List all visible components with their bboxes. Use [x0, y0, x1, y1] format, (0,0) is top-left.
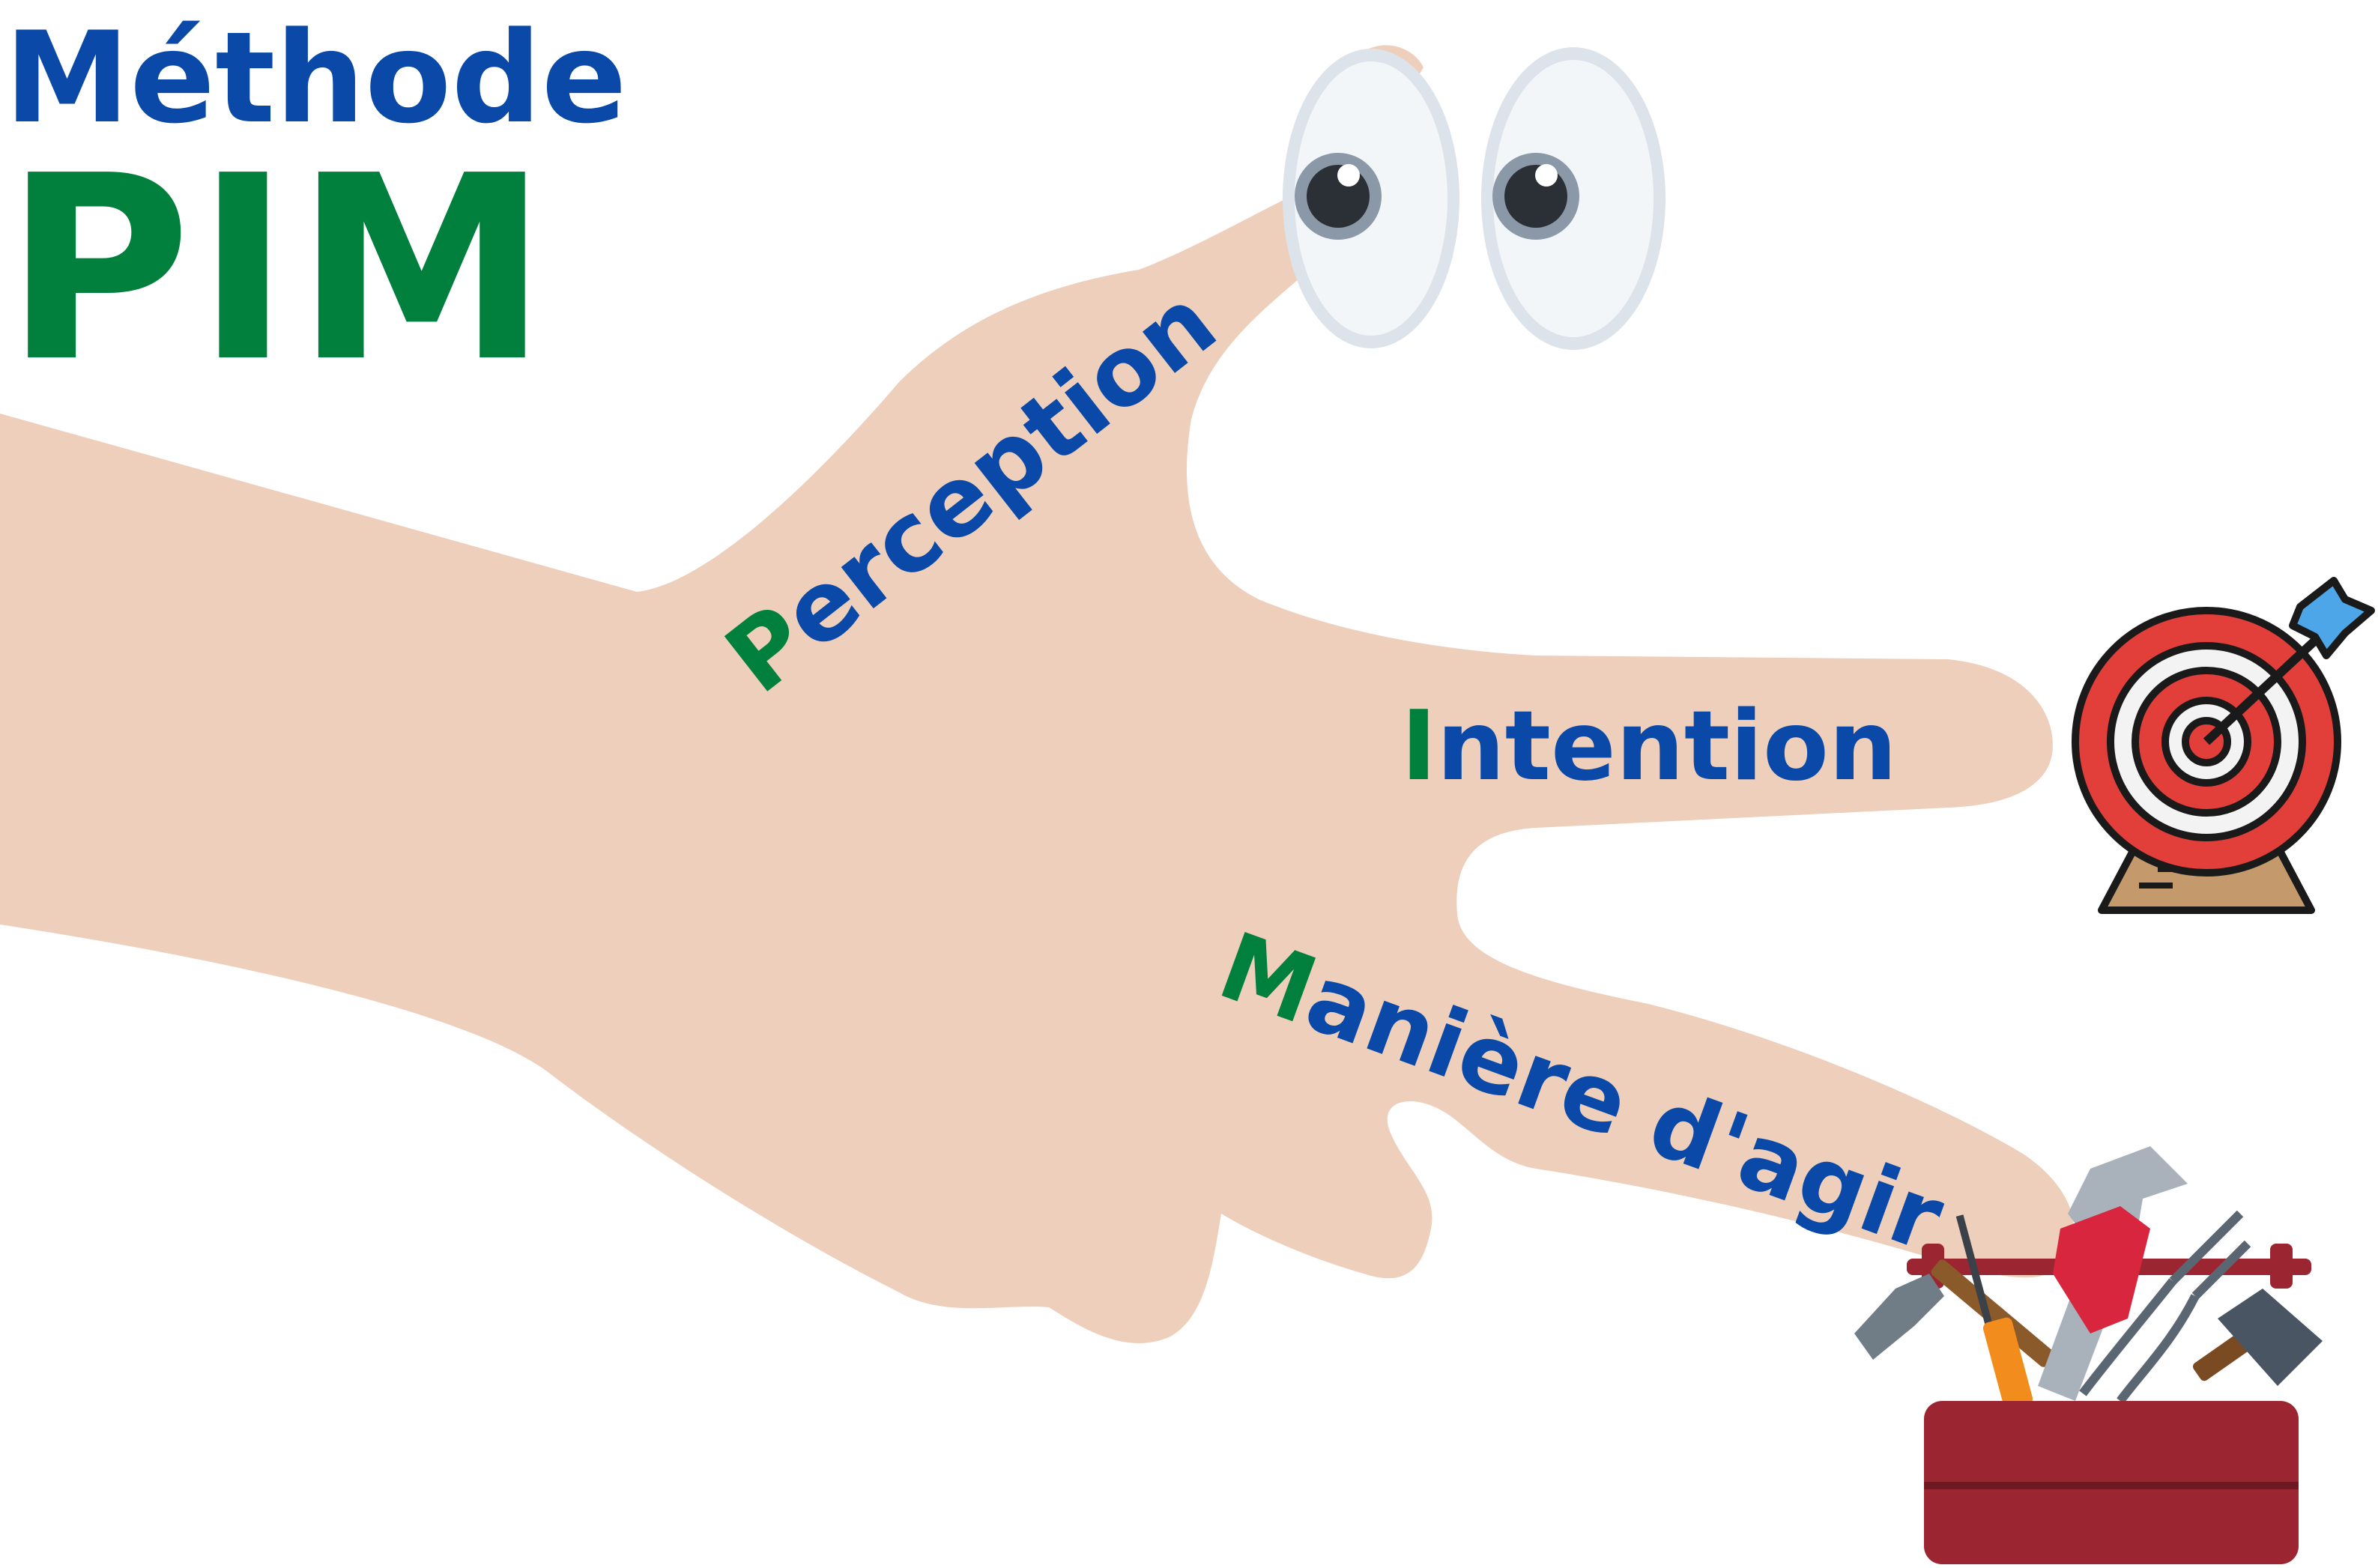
intention-initial: I: [1401, 691, 1437, 802]
right-eye: [1481, 47, 1665, 350]
hand-shape: [0, 178, 2075, 1343]
pliers-icon: [2079, 1210, 2251, 1404]
intention-rest: ntention: [1437, 691, 1897, 802]
left-eye: [1283, 49, 1459, 348]
pipe-wrench-icon: [2038, 1146, 2188, 1401]
intention-label: Intention: [1401, 691, 1897, 802]
googly-eyes-icon: [1283, 45, 1665, 350]
mallet-icon: [2192, 1289, 2323, 1386]
hammer-icon: [1854, 1259, 2055, 1367]
title-pim: PIM: [4, 121, 554, 418]
target-dart-icon: [2072, 577, 2375, 914]
toolbox-icon: [1854, 1146, 2323, 1564]
title-methode: Méthode: [4, 4, 627, 151]
screwdriver-icon: [1955, 1214, 2033, 1410]
